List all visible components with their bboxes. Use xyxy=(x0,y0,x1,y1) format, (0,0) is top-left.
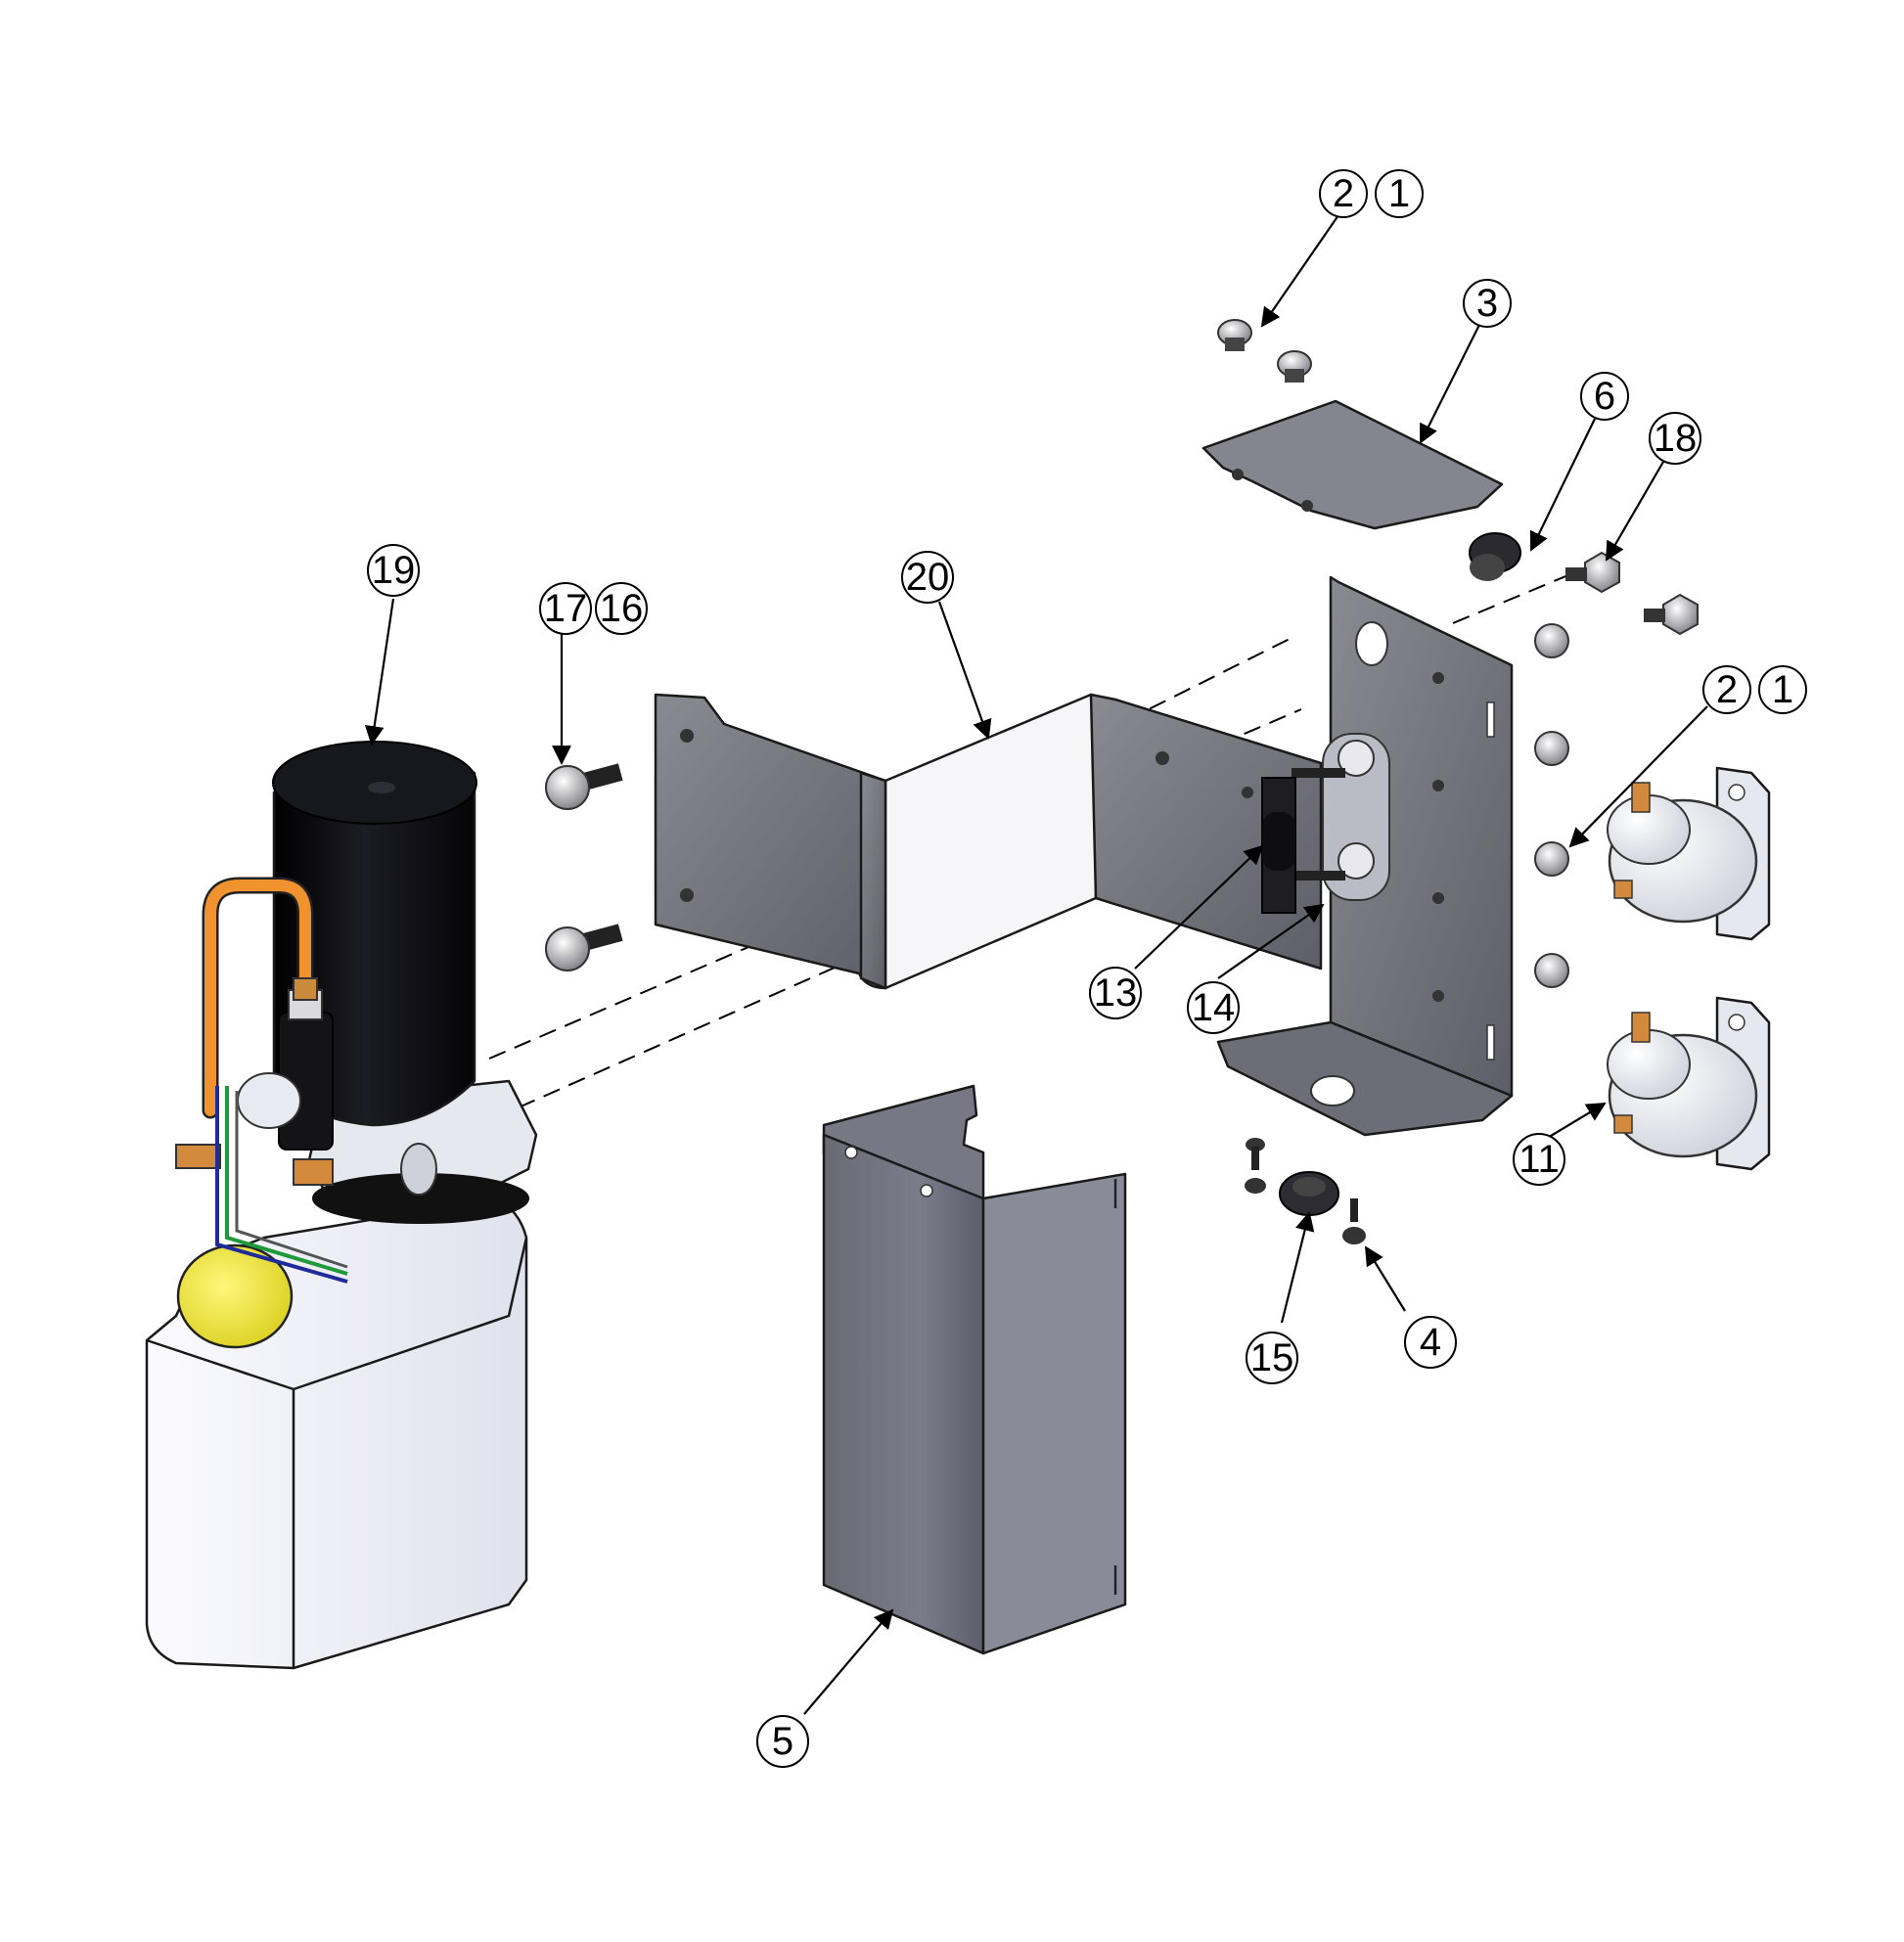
svg-text:2: 2 xyxy=(1333,172,1354,215)
callout-16: 16 xyxy=(595,582,648,635)
solenoid xyxy=(1607,766,1771,941)
leader-lines xyxy=(364,214,1708,1715)
svg-text:16: 16 xyxy=(600,587,644,630)
svg-text:19: 19 xyxy=(372,549,416,592)
callout-13: 13 xyxy=(1089,967,1142,1019)
pressure-switch xyxy=(237,1072,301,1129)
solenoid xyxy=(1607,996,1771,1171)
svg-text:4: 4 xyxy=(1420,1321,1441,1364)
svg-text:13: 13 xyxy=(1094,971,1138,1015)
svg-text:11: 11 xyxy=(1519,1138,1560,1181)
bolt xyxy=(545,763,623,810)
svg-text:1: 1 xyxy=(1772,668,1793,711)
top-cover-plate xyxy=(1201,399,1504,530)
z-bracket xyxy=(654,693,1323,990)
screw xyxy=(1245,1138,1266,1194)
svg-text:3: 3 xyxy=(1476,282,1498,325)
svg-text:2: 2 xyxy=(1716,668,1738,711)
callout-18: 18 xyxy=(1649,412,1701,465)
mounting-plate xyxy=(1216,575,1514,1137)
callout-11: 11 xyxy=(1513,1133,1565,1186)
callout-1-top: 1 xyxy=(1375,169,1424,218)
screw xyxy=(1342,1198,1366,1244)
hex-bolts xyxy=(1565,551,1699,636)
filler-cap xyxy=(176,1243,294,1349)
callout-3: 3 xyxy=(1463,279,1512,328)
screw xyxy=(1277,350,1312,383)
mounting-bolts xyxy=(545,763,623,971)
hex-bolt xyxy=(1644,593,1699,636)
svg-text:1: 1 xyxy=(1388,172,1410,215)
callout-19: 19 xyxy=(367,544,420,597)
callout-14: 14 xyxy=(1187,981,1240,1034)
svg-text:5: 5 xyxy=(772,1720,793,1763)
solenoids xyxy=(1607,766,1771,1171)
callout-17: 17 xyxy=(539,582,592,635)
callout-4: 4 xyxy=(1404,1316,1457,1369)
callout-20: 20 xyxy=(901,551,954,604)
callout-2-right: 2 xyxy=(1702,665,1751,714)
power-unit xyxy=(145,741,538,1670)
small-screws xyxy=(1245,1138,1366,1244)
wiring xyxy=(215,1086,348,1284)
svg-text:17: 17 xyxy=(544,587,588,630)
callout-5: 5 xyxy=(756,1715,809,1768)
svg-text:6: 6 xyxy=(1594,375,1615,418)
svg-text:15: 15 xyxy=(1250,1336,1294,1379)
brass-fitting xyxy=(175,1144,221,1169)
right-screws xyxy=(1534,623,1569,988)
svg-text:14: 14 xyxy=(1192,986,1236,1029)
svg-text:20: 20 xyxy=(906,556,950,599)
u-cover xyxy=(822,1084,1127,1655)
svg-text:18: 18 xyxy=(1654,417,1698,460)
callout-1-right: 1 xyxy=(1758,665,1807,714)
hex-bolt xyxy=(1565,551,1620,594)
strain-relief xyxy=(1469,532,1521,581)
callout-2-top: 2 xyxy=(1319,169,1368,218)
screw xyxy=(1217,319,1252,351)
top-screws xyxy=(1217,319,1312,383)
callouts: 2 1 3 6 18 19 17 16 xyxy=(367,169,1807,1768)
grommet xyxy=(1279,1171,1339,1216)
callout-6: 6 xyxy=(1580,372,1629,421)
bolt xyxy=(545,924,623,971)
callout-15: 15 xyxy=(1246,1332,1298,1384)
